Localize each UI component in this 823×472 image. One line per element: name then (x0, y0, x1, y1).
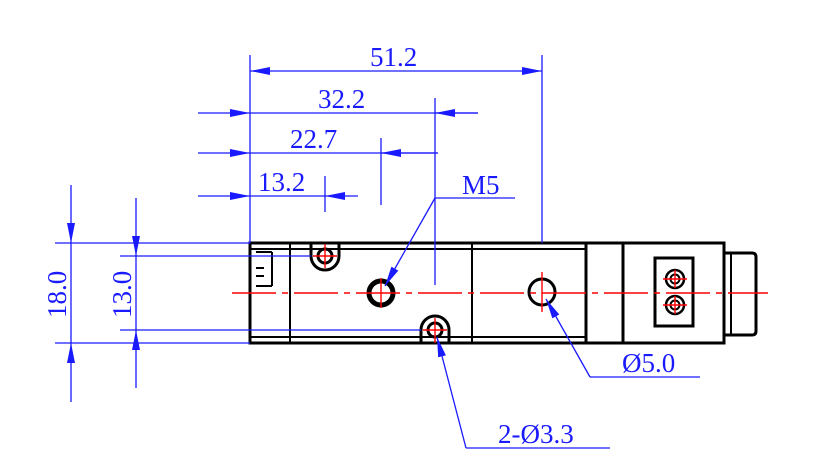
dim-text-51-2: 51.2 (370, 42, 417, 72)
dim-text-13-0: 13.0 (107, 271, 137, 318)
electrical-connector (653, 256, 695, 328)
dim-text-32-2: 32.2 (318, 84, 365, 114)
m5-callout: M5 (462, 170, 500, 200)
callouts: M5 Ø5.0 2-Ø3.3 (384, 170, 700, 449)
mounting-holes-callout: 2-Ø3.3 (498, 419, 574, 449)
dim-text-18-0: 18.0 (42, 271, 72, 318)
large-hole-callout: Ø5.0 (622, 348, 675, 378)
horizontal-dimensions: 51.2 32.2 22.7 13.2 (198, 42, 543, 285)
dim-text-22-7: 22.7 (290, 124, 337, 154)
mounting-hole-leader (436, 336, 467, 449)
dim-text-13-2: 13.2 (258, 167, 305, 197)
end-cap (724, 251, 758, 337)
end-slot (256, 251, 273, 287)
vertical-dimensions: 18.0 13.0 (42, 185, 421, 402)
large-hole-leader (545, 298, 591, 378)
m5-leader (384, 197, 436, 287)
center-lines (232, 244, 768, 343)
